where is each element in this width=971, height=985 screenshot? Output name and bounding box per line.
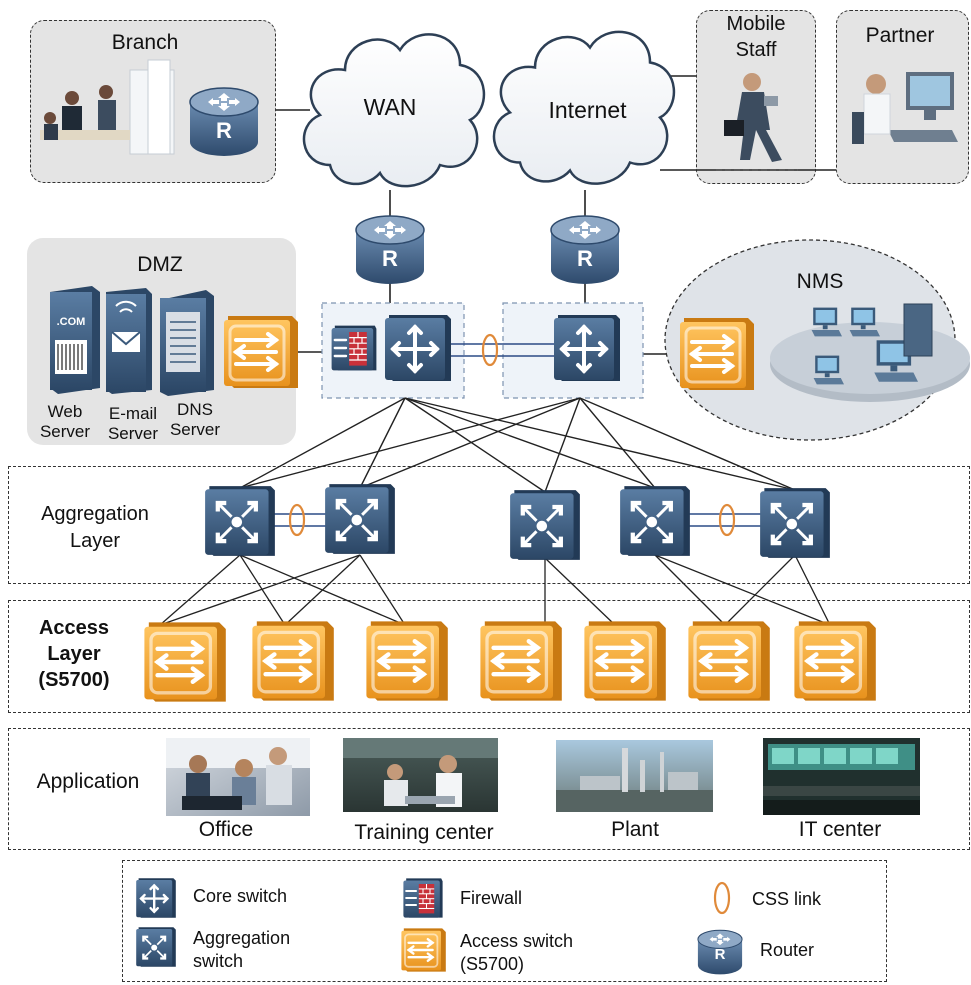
nms-label: NMS [796, 270, 844, 293]
aggregation-access-links [159, 554, 831, 626]
mobile-staff-label-line1: Mobile [726, 13, 786, 35]
access-switch-7-icon [794, 621, 875, 700]
aggregation-switch-1-icon [205, 486, 275, 556]
application-plant-label: Plant [611, 818, 659, 841]
wan-label: WAN [363, 94, 417, 120]
legend-firewall-label: Firewall [460, 888, 523, 908]
access-label-line3: (S5700) [38, 669, 110, 691]
dmz-access-switch-icon [222, 314, 300, 390]
access-label-line2: Layer [47, 643, 101, 665]
branch-label: Branch [111, 31, 179, 54]
access-switch-2-icon [252, 621, 333, 700]
core-switch-left-icon [383, 313, 453, 383]
web-server-label-line1: Web [47, 402, 83, 421]
aggregation-switch-5-icon [760, 488, 830, 558]
legend-router-letter: R [714, 946, 726, 963]
mobile-staff-label-line2: Staff [735, 39, 777, 61]
access-layer-zone [8, 600, 970, 713]
branch-illustration [40, 59, 175, 155]
aggregation-switch-4-icon [620, 486, 690, 556]
legend-aggregation-label-line2: switch [193, 951, 244, 971]
aggregation-switch-3-icon [510, 490, 580, 560]
it-center-photo [763, 738, 920, 815]
aggregation-css-link-left-icon [288, 503, 306, 537]
web-server-badge: .COM [56, 316, 86, 328]
legend-core-switch-icon [135, 877, 177, 919]
access-switch-6-icon [688, 621, 769, 700]
legend-css-link-icon [713, 881, 731, 915]
dns-server-label-line1: DNS [177, 400, 213, 419]
aggregation-layer-zone [8, 466, 970, 584]
nms-access-switch-icon [678, 316, 756, 392]
legend-access-label-line2: (S5700) [460, 954, 525, 974]
wan-router-letter: R [382, 246, 398, 271]
dmz-email-server-icon [106, 288, 152, 394]
training-center-photo [343, 738, 498, 812]
office-photo [166, 738, 310, 816]
legend-core-switch-label: Core switch [193, 886, 288, 906]
aggregation-label-line2: Layer [69, 530, 121, 552]
legend-access-label-line1: Access switch [460, 931, 574, 951]
web-server-label-line2: Server [39, 422, 91, 441]
aggregation-label-line1: Aggregation [41, 503, 149, 525]
legend-router-label: Router [760, 940, 815, 960]
access-switch-5-icon [584, 621, 665, 700]
dmz-label: DMZ [137, 253, 183, 276]
dmz-web-server-icon [50, 286, 100, 394]
application-label: Application [36, 770, 140, 793]
plant-photo [556, 740, 713, 812]
access-switch-3-icon [366, 621, 447, 700]
aggregation-css-link-right-icon [718, 503, 736, 537]
legend-aggregation-switch-icon [136, 927, 176, 967]
aggregation-switch-2-icon [325, 484, 395, 554]
legend-access-switch-icon [400, 927, 448, 973]
partner-illustration [852, 72, 958, 144]
nms-server-icon [903, 303, 933, 357]
legend-aggregation-label-line1: Aggregation [193, 928, 291, 948]
application-zone [8, 728, 970, 850]
core-aggregation-links [239, 397, 796, 493]
core-switch-right-icon [552, 313, 622, 383]
legend-box [122, 860, 887, 982]
email-server-label-line1: E-mail [108, 404, 158, 423]
partner-label: Partner [865, 24, 935, 47]
dns-server-label-line2: Server [169, 420, 221, 439]
access-switch-4-icon [480, 621, 561, 700]
internet-router-letter: R [577, 246, 593, 271]
legend-css-link-label: CSS link [752, 889, 822, 909]
internet-label: Internet [548, 97, 627, 123]
branch-router-letter: R [216, 118, 232, 143]
access-switch-1-icon [144, 622, 225, 701]
dmz-dns-server-icon [160, 290, 214, 396]
application-training-center-label: Training center [354, 821, 494, 844]
application-office-label: Office [198, 818, 254, 841]
mobile-staff-zone [696, 10, 816, 184]
email-server-label-line2: Server [107, 424, 159, 443]
application-it-center-label: IT center [798, 818, 882, 841]
legend-firewall-icon [402, 877, 444, 919]
core-css-link-icon [481, 333, 499, 367]
access-label-line1: Access [38, 617, 110, 639]
firewall-icon [330, 324, 378, 372]
mobile-staff-illustration [716, 73, 798, 171]
